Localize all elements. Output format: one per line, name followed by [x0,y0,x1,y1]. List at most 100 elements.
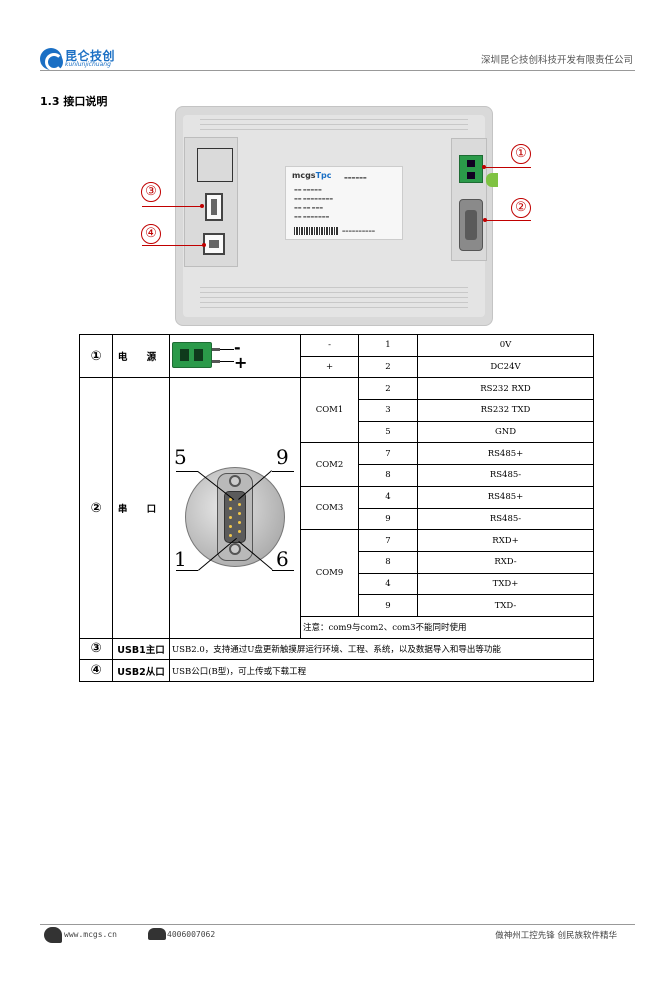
power-signal-cell: - [300,334,359,357]
db9-shell [224,491,246,543]
header-divider [40,70,635,71]
table-row-usb2: ④ USB2从口 USB公口(B型)，可上传或下载工程 [79,659,594,682]
logo-english-text: kunlunjichuang [65,61,111,68]
callout-4: ④ [141,224,161,244]
pin-cell: 4 [358,572,418,596]
company-logo: 昆仑技创 kunlunjichuang [40,46,124,72]
row-number-power: ① [79,333,113,379]
desc-cell: 0V [417,334,594,357]
vent-line [200,287,468,288]
pin-cell: 8 [358,550,418,574]
db9-port-icon [459,199,483,251]
nameplate-fine-print: ▬▬▬▬▬▬▬▬▬▬ [342,229,376,233]
footer-slogan: 做神州工控先锋 创民族软件精华 [495,931,617,941]
table-row-serial: 9 TXD- [80,594,594,617]
db9-diagram-cell: 5 9 1 6 [169,377,301,639]
pin-cell: 2 [358,377,418,401]
table-row-serial: COM3 4 RS485+ [80,485,594,531]
power-terminal-block-icon [172,342,212,369]
header-company-name: 深圳昆仑技创科技开发有限责任公司 [480,55,633,66]
row-number-serial: ② [79,377,113,639]
db9-pin [238,530,241,533]
table-row-serial: ② 串 口 5 9 1 6 [79,377,594,639]
db9-pin [229,507,232,510]
port-cell-com2: COM2 [300,442,359,487]
db9-pin [229,534,232,537]
db9-pin [238,503,241,506]
nameplate-fine-print: ▬▬ ▬▬▬▬▬ [294,187,322,192]
pin-cell: 8 [358,464,418,487]
expansion-slot-outline [197,148,233,182]
vent-line [200,297,468,298]
callout-3-leader [142,206,202,207]
vent-line [200,124,468,125]
callout-2-leader [485,220,531,221]
nameplate-fine-print: ▬▬▬▬▬▬ [344,175,367,180]
desc-cell: RS485+ [417,485,594,509]
callout-4-leader [142,245,204,246]
minus-sign: - [234,338,241,358]
interface-name-power: 电 源 [112,333,170,379]
footer-divider [40,924,635,925]
interface-name-serial: 串 口 [112,377,170,639]
pin-cell: 4 [358,485,418,509]
desc-cell: RS485- [417,464,594,487]
desc-cell: TXD- [417,594,594,617]
usb-b-port-icon [203,233,225,255]
power-terminal-icon [459,155,483,183]
table-row-power-2: + 2 DC24V [80,355,594,379]
interface-spec-table: ① 电 源 - + - 1 0V + 2 DC24V ② 串 口 [79,333,594,682]
interface-name-usb1: USB1主口 [112,637,170,661]
leader-line [220,349,234,351]
leader-line [176,570,198,571]
pin-cell: 7 [358,442,418,466]
screw-icon [229,543,241,555]
pin-label-5: 5 [174,445,187,469]
interface-name-usb2: USB2从口 [112,659,170,682]
nameplate-fine-print: ▬▬ ▬▬▬▬▬▬▬ [294,214,330,219]
power-connector-diagram: - + [172,338,298,374]
table-row-serial: 3 RS232 TXD [80,399,594,422]
desc-cell: RS485- [417,507,594,531]
usb2-description: USB公口(B型)，可上传或下载工程 [169,659,594,682]
serial-note: 注意：com9与com2、com3不能同时使用 [300,615,594,639]
power-signal-cell: + [300,355,359,379]
vent-line [200,292,468,293]
db9-connector-diagram: 5 9 1 6 [172,437,298,579]
table-row-serial: COM9 7 RXD+ [80,529,594,617]
terminal-pin [212,348,220,352]
row-number-usb1: ③ [79,637,113,661]
nameplate-fine-print: ▬▬ ▬▬▬▬▬▬▬▬ [294,196,334,201]
callout-4-dot [202,243,206,247]
table-row-serial: 4 TXD+ [80,572,594,596]
table-row-serial: 8 RS485- [80,464,594,487]
pin-cell: 9 [358,507,418,531]
pin-cell: 7 [358,529,418,552]
desc-cell: RS232 RXD [417,377,594,401]
db9-pin [238,512,241,515]
pin-cell: 9 [358,594,418,617]
callout-1: ① [511,144,531,164]
db9-pin [238,521,241,524]
footer-phone: 4006007062 [167,930,216,939]
desc-cell: DC24V [417,355,594,379]
desc-cell: RXD- [417,550,594,574]
db9-pin [229,516,232,519]
usb-a-port-icon [205,193,223,221]
leader-line [176,471,198,472]
footer-website: www.mcgs.cn [64,930,117,939]
pin-cell: 2 [358,355,418,379]
vent-line [200,307,468,308]
usb1-description: USB2.0，支持通过U盘更新触摸屏运行环境、工程、系统，以及数据导入和导出等功… [169,637,594,661]
logo-mark-icon [40,48,63,71]
leader-line [272,570,294,571]
website-icon [44,927,62,943]
pin-cell: 5 [358,420,418,444]
row-number-usb2: ④ [79,659,113,682]
desc-cell: RXD+ [417,529,594,552]
screw-icon [229,475,241,487]
desc-cell: TXD+ [417,572,594,596]
desc-cell: GND [417,420,594,444]
desc-cell: RS232 TXD [417,399,594,422]
plus-sign: + [234,353,248,373]
